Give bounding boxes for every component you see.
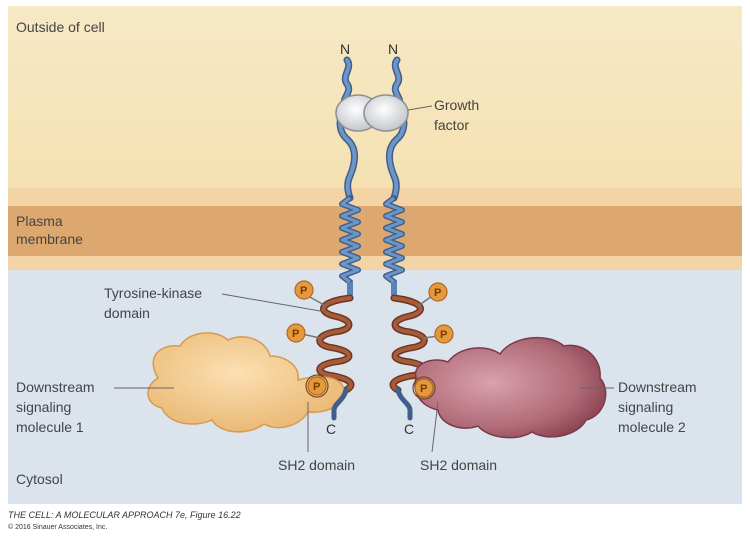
cytosol-label: Cytosol bbox=[16, 471, 63, 487]
tyrosine-kinase-leader-line bbox=[221, 293, 327, 313]
molecule-1-label-3: molecule 1 bbox=[16, 419, 84, 435]
phosphate-right-2: P bbox=[423, 324, 454, 344]
svg-text:P: P bbox=[292, 328, 299, 340]
right-kinase-domain-core bbox=[391, 296, 427, 392]
figure-credit: THE CELL: A MOLECULAR APPROACH 7e, Figur… bbox=[8, 510, 241, 520]
left-kinase-domain-core bbox=[317, 296, 353, 392]
diagram-canvas: Outside of cell Plasma membrane Cytosol … bbox=[8, 6, 742, 504]
growth-factor-label-2: factor bbox=[434, 117, 469, 133]
svg-text:P: P bbox=[420, 383, 427, 395]
c-terminus-left: C bbox=[326, 421, 336, 437]
tyrosine-kinase-label-2: domain bbox=[104, 305, 150, 321]
sh2-right-leader-line bbox=[431, 401, 439, 453]
svg-text:P: P bbox=[434, 287, 441, 299]
plasma-membrane bbox=[8, 206, 742, 256]
downstream-molecule-2 bbox=[414, 336, 607, 439]
outside-label: Outside of cell bbox=[16, 19, 105, 35]
membrane-inner-edge bbox=[8, 256, 742, 270]
phosphate-right-1: P bbox=[417, 282, 448, 307]
copyright-line: © 2016 Sinauer Associates, Inc. bbox=[8, 524, 108, 531]
phosphate-left-1: P bbox=[294, 280, 327, 307]
molecule-1-label-1: Downstream bbox=[16, 379, 95, 395]
left-c-terminal-hook bbox=[331, 387, 349, 421]
tyrosine-kinase-label-1: Tyrosine-kinase bbox=[104, 285, 202, 301]
right-c-terminal-hook bbox=[395, 387, 413, 421]
c-terminus-right: C bbox=[404, 421, 414, 437]
growth-factor bbox=[335, 94, 409, 132]
cytosol-region bbox=[8, 270, 742, 504]
n-terminus-right: N bbox=[388, 41, 398, 57]
sh2-left-label: SH2 domain bbox=[278, 457, 355, 473]
phosphate-left-2: P bbox=[286, 323, 321, 343]
left-transmembrane-helix-core bbox=[340, 196, 360, 284]
n-terminus-left: N bbox=[340, 41, 350, 57]
svg-text:P: P bbox=[300, 285, 307, 297]
svg-text:P: P bbox=[440, 329, 447, 341]
svg-text:P: P bbox=[313, 381, 320, 393]
growth-factor-label-1: Growth bbox=[434, 97, 479, 113]
receptor-diagram: Outside of cell Plasma membrane Cytosol … bbox=[8, 6, 742, 504]
molecule-2-label-3: molecule 2 bbox=[618, 419, 686, 435]
growth-factor-leader-line bbox=[407, 105, 433, 111]
plasma-label-2: membrane bbox=[16, 231, 83, 247]
plasma-label-1: Plasma bbox=[16, 213, 63, 229]
molecule-1-label-2: signaling bbox=[16, 399, 71, 415]
phosphate-right-3: P bbox=[412, 376, 436, 400]
phosphate-left-3: P bbox=[305, 374, 329, 398]
molecule-2-label-1: Downstream bbox=[618, 379, 697, 395]
membrane-outer-edge bbox=[8, 188, 742, 206]
right-transmembrane-helix-core bbox=[384, 196, 404, 284]
molecule-2-label-2: signaling bbox=[618, 399, 673, 415]
sh2-right-label: SH2 domain bbox=[420, 457, 497, 473]
